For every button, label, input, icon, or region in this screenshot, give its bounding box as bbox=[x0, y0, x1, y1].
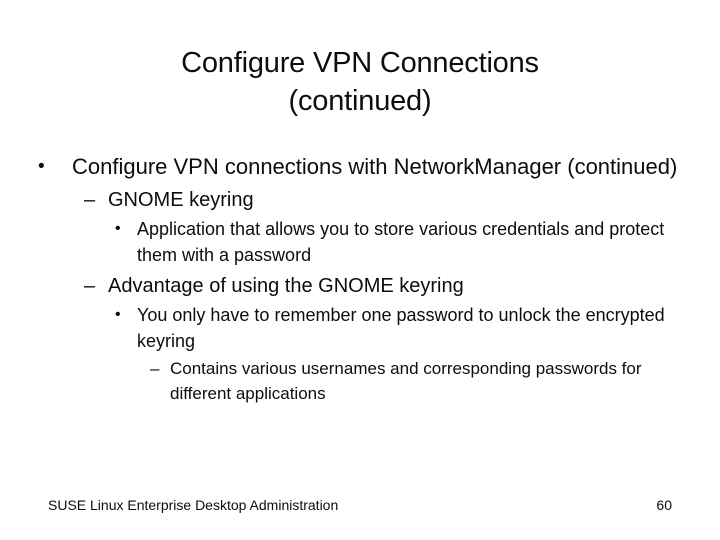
bullet-text: Application that allows you to store var… bbox=[137, 219, 665, 265]
bullet-text: You only have to remember one password t… bbox=[137, 305, 665, 351]
bullet-marker-dot: • bbox=[115, 306, 121, 323]
bullet-level4-usernames-passwords: – Contains various usernames and corresp… bbox=[0, 356, 720, 406]
bullet-text: Contains various usernames and correspon… bbox=[170, 359, 642, 403]
bullet-level1-configure-vpn: • Configure VPN connections with Network… bbox=[0, 152, 720, 182]
slide-title-line-1: Configure VPN Connections bbox=[181, 47, 539, 79]
slide-title-line-2: (continued) bbox=[288, 85, 432, 117]
bullet-marker-dot: • bbox=[38, 156, 45, 177]
bullet-marker-dot: • bbox=[115, 220, 121, 237]
slide-body: • Configure VPN connections with Network… bbox=[0, 152, 720, 406]
slide-title: Configure VPN Connections (continued) bbox=[50, 44, 670, 120]
bullet-level2-gnome-keyring: – GNOME keyring bbox=[0, 186, 720, 214]
bullet-text: Configure VPN connections with NetworkMa… bbox=[72, 154, 678, 179]
bullet-level2-advantage-keyring: – Advantage of using the GNOME keyring bbox=[0, 272, 720, 300]
bullet-text: Advantage of using the GNOME keyring bbox=[108, 275, 464, 297]
footer-page-number: 60 bbox=[656, 497, 672, 513]
slide-footer: SUSE Linux Enterprise Desktop Administra… bbox=[0, 496, 720, 514]
bullet-level3-application-credentials: • Application that allows you to store v… bbox=[0, 216, 720, 268]
bullet-level3-one-password: • You only have to remember one password… bbox=[0, 302, 720, 354]
bullet-text: GNOME keyring bbox=[108, 189, 254, 211]
footer-course-title: SUSE Linux Enterprise Desktop Administra… bbox=[48, 497, 339, 513]
bullet-marker-dash: – bbox=[150, 359, 160, 378]
bullet-marker-dash: – bbox=[84, 189, 96, 211]
bullet-marker-dash: – bbox=[84, 275, 96, 297]
